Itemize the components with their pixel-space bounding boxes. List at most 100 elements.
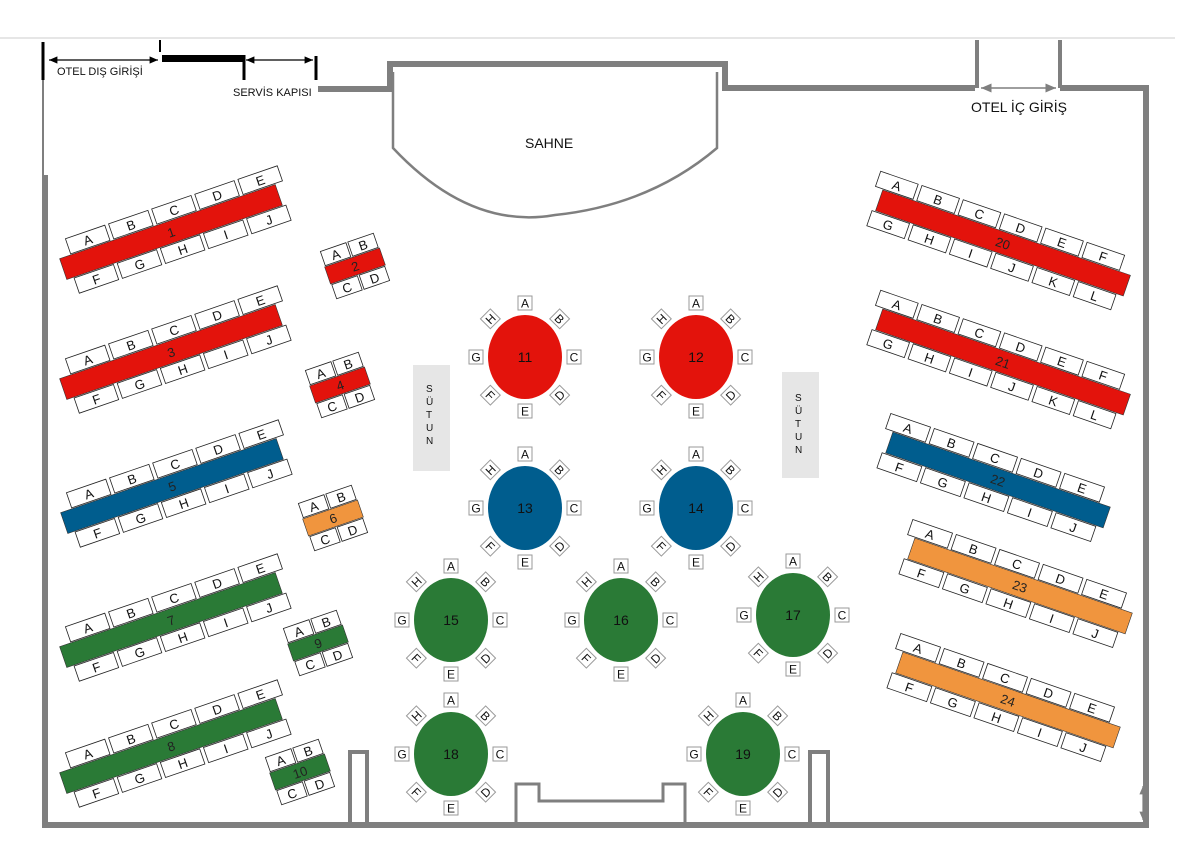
seat-A[interactable]: A [895, 632, 942, 663]
seat-H[interactable]: H [160, 488, 207, 518]
seat-H[interactable]: H [907, 343, 952, 373]
seat-A[interactable]: A [264, 748, 297, 773]
seat-L[interactable]: L [1072, 281, 1117, 311]
seat-D[interactable]: D [645, 647, 667, 669]
seat-F[interactable]: F [575, 647, 597, 669]
seat-C[interactable]: C [737, 349, 753, 365]
seat-J[interactable]: J [1050, 512, 1097, 543]
seat-C[interactable]: C [662, 612, 678, 628]
seat-D[interactable]: D [194, 180, 240, 210]
seat-K[interactable]: K [1031, 385, 1076, 416]
seat-B[interactable]: B [108, 723, 154, 754]
seat-F[interactable]: F [405, 647, 427, 669]
seat-A[interactable]: A [282, 619, 315, 644]
seat-A[interactable]: A [785, 553, 801, 569]
seat-G[interactable]: G [686, 746, 702, 762]
seat-C[interactable]: C [566, 349, 582, 365]
seat-H[interactable]: H [650, 308, 672, 330]
seat-E[interactable]: E [688, 403, 704, 419]
seat-C[interactable]: C [957, 318, 1002, 348]
seat-B[interactable]: B [108, 597, 154, 628]
seat-G[interactable]: G [394, 612, 410, 628]
seat-F[interactable]: F [747, 642, 769, 664]
seat-D[interactable]: D [549, 535, 571, 557]
seat-J[interactable]: J [990, 252, 1034, 282]
seat-I[interactable]: I [1028, 603, 1075, 634]
seat-C[interactable]: C [151, 708, 197, 739]
seat-C[interactable]: C [492, 746, 508, 762]
seat-C[interactable]: C [151, 194, 197, 225]
seat-A[interactable]: A [65, 478, 112, 509]
seat-G[interactable]: G [394, 746, 410, 762]
seat-D[interactable]: D [1025, 677, 1072, 708]
seat-D[interactable]: D [549, 384, 571, 406]
seat-B[interactable]: B [767, 705, 789, 727]
seat-J[interactable]: J [246, 204, 292, 235]
seat-E[interactable]: E [443, 800, 459, 816]
seat-G[interactable]: G [117, 503, 164, 533]
seat-B[interactable]: B [817, 566, 839, 588]
seat-E[interactable]: E [1081, 578, 1128, 609]
seat-F[interactable]: F [697, 781, 719, 803]
seat-A[interactable]: A [874, 170, 919, 200]
seat-E[interactable]: E [238, 419, 284, 449]
seat-D[interactable]: D [321, 642, 354, 667]
seat-C[interactable]: C [957, 199, 1002, 229]
seat-B[interactable]: B [720, 459, 742, 481]
seat-F[interactable]: F [73, 263, 120, 294]
seat-D[interactable]: D [720, 384, 742, 406]
seat-D[interactable]: D [194, 300, 240, 330]
seat-A[interactable]: A [64, 738, 111, 769]
seat-B[interactable]: B [475, 705, 497, 727]
seat-H[interactable]: H [159, 622, 206, 652]
seat-G[interactable]: G [866, 210, 911, 240]
seat-J[interactable]: J [1072, 618, 1119, 649]
seat-H[interactable]: H [985, 588, 1032, 619]
seat-I[interactable]: I [202, 339, 249, 370]
seat-F[interactable]: F [650, 535, 672, 557]
seat-E[interactable]: E [1040, 346, 1084, 376]
seat-G[interactable]: G [468, 500, 484, 516]
seat-I[interactable]: I [1006, 497, 1053, 528]
seat-C[interactable]: C [294, 652, 326, 677]
seat-C[interactable]: C [566, 500, 582, 516]
seat-G[interactable]: G [639, 349, 655, 365]
seat-G[interactable]: G [116, 249, 163, 279]
seat-E[interactable]: E [688, 554, 704, 570]
seat-D[interactable]: D [720, 535, 742, 557]
seat-D[interactable]: D [817, 642, 839, 664]
seat-I[interactable]: I [948, 238, 993, 268]
seat-C[interactable]: C [737, 500, 753, 516]
seat-D[interactable]: D [475, 647, 497, 669]
seat-B[interactable]: B [916, 184, 960, 215]
seat-A[interactable]: A [297, 494, 330, 519]
seat-H[interactable]: H [575, 571, 597, 593]
seat-H[interactable]: H [159, 748, 206, 778]
seat-B[interactable]: B [475, 571, 497, 593]
seat-H[interactable]: H [159, 354, 206, 384]
seat-E[interactable]: E [1059, 472, 1106, 503]
seat-G[interactable]: G [919, 467, 966, 498]
seat-C[interactable]: C [834, 607, 850, 623]
seat-F[interactable]: F [74, 517, 121, 548]
seat-B[interactable]: B [292, 738, 324, 763]
seat-E[interactable]: E [237, 679, 283, 709]
seat-C[interactable]: C [276, 781, 308, 806]
seat-H[interactable]: H [907, 224, 952, 254]
seat-D[interactable]: D [998, 213, 1043, 243]
seat-D[interactable]: D [1037, 563, 1084, 594]
seat-F[interactable]: F [650, 384, 672, 406]
seat-E[interactable]: E [517, 403, 533, 419]
seat-D[interactable]: D [336, 517, 369, 542]
